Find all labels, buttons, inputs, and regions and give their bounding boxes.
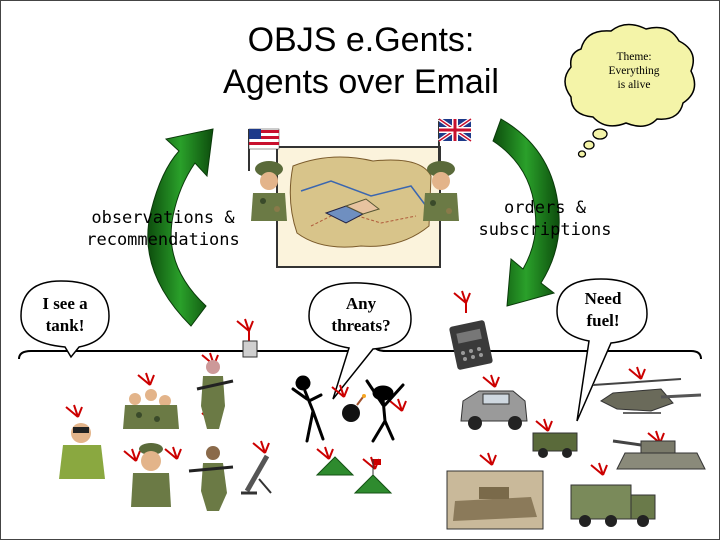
left-cycle-arrow-icon — [147, 128, 214, 327]
agent-antenna-icon — [331, 384, 349, 398]
thought-text: Theme: Everything is alive — [587, 50, 681, 92]
orders-line-2: subscriptions — [478, 220, 612, 240]
observations-line-2: recommendations — [86, 230, 240, 250]
tank-icon — [612, 439, 706, 470]
bubble-threats-line-1: Any — [345, 294, 377, 313]
speech-bubble-tank — [20, 280, 110, 359]
thought-bubble — [564, 23, 696, 158]
soldier-group-icon — [123, 389, 179, 429]
bubble-tank-line-2: tank! — [45, 316, 85, 335]
bubble-fuel-text: Need fuel! — [561, 288, 645, 332]
helicopter-icon — [592, 378, 702, 414]
agent-antenna-icon — [164, 446, 182, 460]
bomb-icon — [342, 394, 366, 422]
bubble-fuel-line-2: fuel! — [586, 311, 620, 330]
soldier-portrait-icon — [131, 443, 171, 507]
title-line-1: OBJS e.Gents: — [247, 21, 475, 59]
soldier-icon — [423, 161, 459, 221]
thought-line-1: Theme: — [616, 51, 652, 63]
humvee-icon — [460, 390, 528, 430]
title-line-2: Agents over Email — [223, 63, 499, 101]
apc-photo-icon — [446, 470, 544, 530]
bubble-tank-line-1: I see a — [42, 294, 88, 313]
bubble-threats-line-2: threats? — [331, 316, 391, 335]
observations-label: observations & recommendations — [63, 207, 263, 251]
observations-line-1: observations & — [91, 208, 235, 228]
thought-line-3: is alive — [617, 79, 651, 91]
orders-label: orders & subscriptions — [465, 197, 625, 241]
speech-bubble-threats — [308, 282, 412, 400]
agent-antenna-icon — [137, 372, 155, 386]
soldier-standing-icon — [196, 360, 234, 429]
map-icon — [276, 146, 441, 268]
agent-antenna-icon — [123, 448, 141, 462]
tent-icon — [315, 456, 393, 494]
agent-antenna-icon — [389, 398, 407, 412]
bubble-fuel-line-1: Need — [584, 289, 622, 308]
agent-antenna-icon — [316, 446, 334, 460]
radio-icon — [449, 320, 493, 370]
agent-antenna-icon — [65, 404, 83, 418]
handshake-icon — [324, 198, 381, 224]
truck-icon — [570, 484, 656, 527]
sensor-icon — [242, 340, 258, 358]
binoculars-soldier-icon — [59, 423, 105, 479]
soldier-kneeling-icon — [188, 446, 234, 511]
uk-flag-icon — [437, 117, 473, 166]
stick-figure-icon — [365, 379, 405, 443]
right-cycle-arrow-icon — [492, 118, 560, 307]
mortar-icon — [241, 454, 272, 495]
bubble-threats-text: Any threats? — [313, 293, 409, 337]
agent-antenna-icon — [252, 440, 270, 454]
agent-antenna-icon — [535, 418, 553, 432]
bubble-tank-text: I see a tank! — [23, 293, 107, 337]
orders-line-1: orders & — [504, 198, 586, 218]
thought-line-2: Everything — [608, 65, 660, 77]
soldier-icon — [251, 161, 287, 221]
agent-antenna-icon — [482, 374, 500, 388]
us-flag-icon — [248, 128, 280, 171]
agent-antenna-icon — [479, 452, 497, 466]
jeep-icon — [532, 432, 578, 458]
page-title: OBJS e.Gents: Agents over Email — [196, 19, 526, 103]
stick-figure-icon — [291, 375, 325, 443]
agent-antenna-icon — [590, 462, 608, 476]
agent-antenna-icon — [236, 318, 254, 341]
speech-bubble-fuel — [556, 278, 648, 422]
agent-antenna-icon — [453, 290, 471, 313]
agent-antenna-icon — [628, 366, 646, 380]
